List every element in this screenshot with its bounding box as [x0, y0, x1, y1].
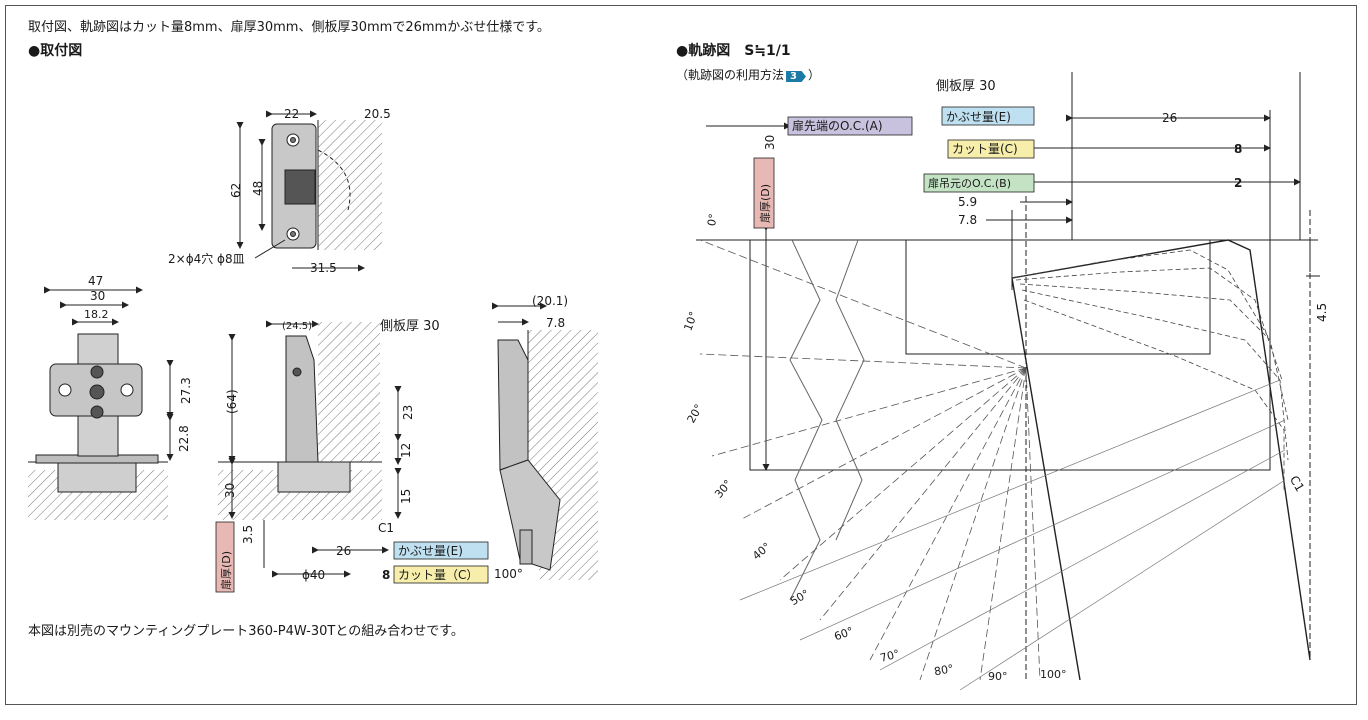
hinge-front-view: [28, 286, 174, 520]
traj-door-thickness-label: 扉厚(D): [759, 184, 772, 223]
dim-c1: C1: [378, 521, 394, 535]
dim-30-door: 30: [223, 483, 237, 498]
section-door-thickness-label: 扉厚(D): [220, 551, 233, 590]
inner-panel: [905, 239, 1211, 355]
section-overlay-label-box: [393, 541, 489, 560]
angle-0: 0°: [705, 213, 720, 228]
angle-60: 60°: [832, 624, 855, 643]
trajectory-diagram: [696, 72, 1320, 691]
section-side-thickness: 側板厚 30: [380, 319, 440, 334]
traj-dim-26: 26: [1162, 111, 1177, 125]
traj-dim-c1: C1: [1287, 473, 1307, 494]
door-base-oc-label: 扉吊元のO.C.(B): [928, 177, 1011, 190]
hinge-open-view: [492, 302, 598, 580]
dim-48: 48: [251, 181, 265, 196]
section-overlay-label: かぶせ量(E): [398, 544, 463, 558]
door-tip-oc-label: 扉先端のO.C.(A): [792, 119, 883, 133]
door-tip-oc-box: [787, 116, 913, 136]
dim-40: ϕ40: [302, 568, 325, 582]
mounting-plate-view: [236, 110, 382, 272]
footer-note: 本図は別売のマウンティングプレート360-P4W-30Tとの組み合わせです。: [28, 624, 464, 639]
intro-text: 取付図、軌跡図はカット量8mm、扉厚30mm、側板厚30mmで26mmかぶせ仕様…: [28, 20, 550, 35]
door-base-oc-box: [923, 173, 1035, 193]
dim-47: 47: [88, 274, 103, 288]
traj-dim-30: 30: [763, 135, 777, 150]
traj-dim-8: 8: [1234, 142, 1242, 156]
dim-18-2: 18.2: [84, 308, 109, 321]
dim-20-1: (20.1): [532, 294, 568, 308]
angle-100: 100°: [1040, 668, 1067, 681]
dim-30: 30: [90, 289, 105, 303]
dim-24-5: (24.5): [282, 321, 312, 332]
angle-50: 50°: [788, 587, 811, 608]
hole-note: 2×ϕ4穴 ϕ8皿: [168, 251, 245, 266]
angle-40: 40°: [750, 540, 773, 562]
dim-27-3: 27.3: [179, 377, 193, 404]
dim-22-8: 22.8: [177, 425, 191, 452]
traj-cut-box: [947, 139, 1035, 159]
angle-30: 30°: [712, 477, 734, 500]
dim-31-5: 31.5: [310, 261, 337, 275]
traj-dim-5-9: 5.9: [958, 195, 977, 209]
hinge-section-view: [218, 320, 402, 578]
angle-10: 10°: [682, 310, 701, 333]
angle-80: 80°: [933, 662, 954, 678]
traj-cut-label: カット量(C): [952, 142, 1018, 156]
step-3-badge[interactable]: 3: [786, 71, 806, 82]
figure-frame: [5, 5, 1357, 705]
dim-22: 22: [284, 107, 299, 121]
angle-100-open: 100°: [494, 567, 523, 581]
angle-70: 70°: [879, 647, 901, 665]
traj-dim-2: 2: [1234, 176, 1242, 190]
traj-dim-4-5: 4.5: [1315, 303, 1329, 322]
dim-3-5: 3.5: [241, 525, 255, 544]
dim-26: 26: [336, 544, 351, 558]
dim-62: 62: [229, 183, 243, 198]
section-cut-label: カット量（C）: [398, 568, 478, 582]
traj-dim-7-8: 7.8: [958, 213, 977, 227]
angle-20: 20°: [685, 402, 706, 425]
traj-overlay-label: かぶせ量(E): [946, 110, 1011, 124]
trajectory-diagram-heading: ●軌跡図 S≒1/1: [676, 43, 791, 59]
section-door-thickness-box: [215, 521, 235, 593]
section-cut-label-box: [393, 565, 489, 584]
dim-23: 23: [401, 405, 415, 420]
usage-note-prefix: （軌跡図の利用方法: [676, 68, 785, 82]
usage-note-suffix: ）: [807, 68, 820, 82]
dim-20-5: 20.5: [364, 107, 391, 121]
traj-door-thickness-box: [753, 157, 775, 229]
mounting-diagram-heading: ●取付図: [28, 43, 83, 59]
dim-64: (64): [225, 389, 239, 414]
dim-15: 15: [399, 489, 413, 504]
traj-side-thickness-label: 側板厚 30: [936, 79, 996, 94]
door-outline: [749, 239, 1271, 471]
angle-90: 90°: [988, 670, 1008, 683]
dim-8: 8: [382, 568, 390, 582]
dim-12: 12: [399, 443, 413, 458]
traj-overlay-box: [941, 106, 1035, 126]
dim-7-8-open: 7.8: [546, 316, 565, 330]
